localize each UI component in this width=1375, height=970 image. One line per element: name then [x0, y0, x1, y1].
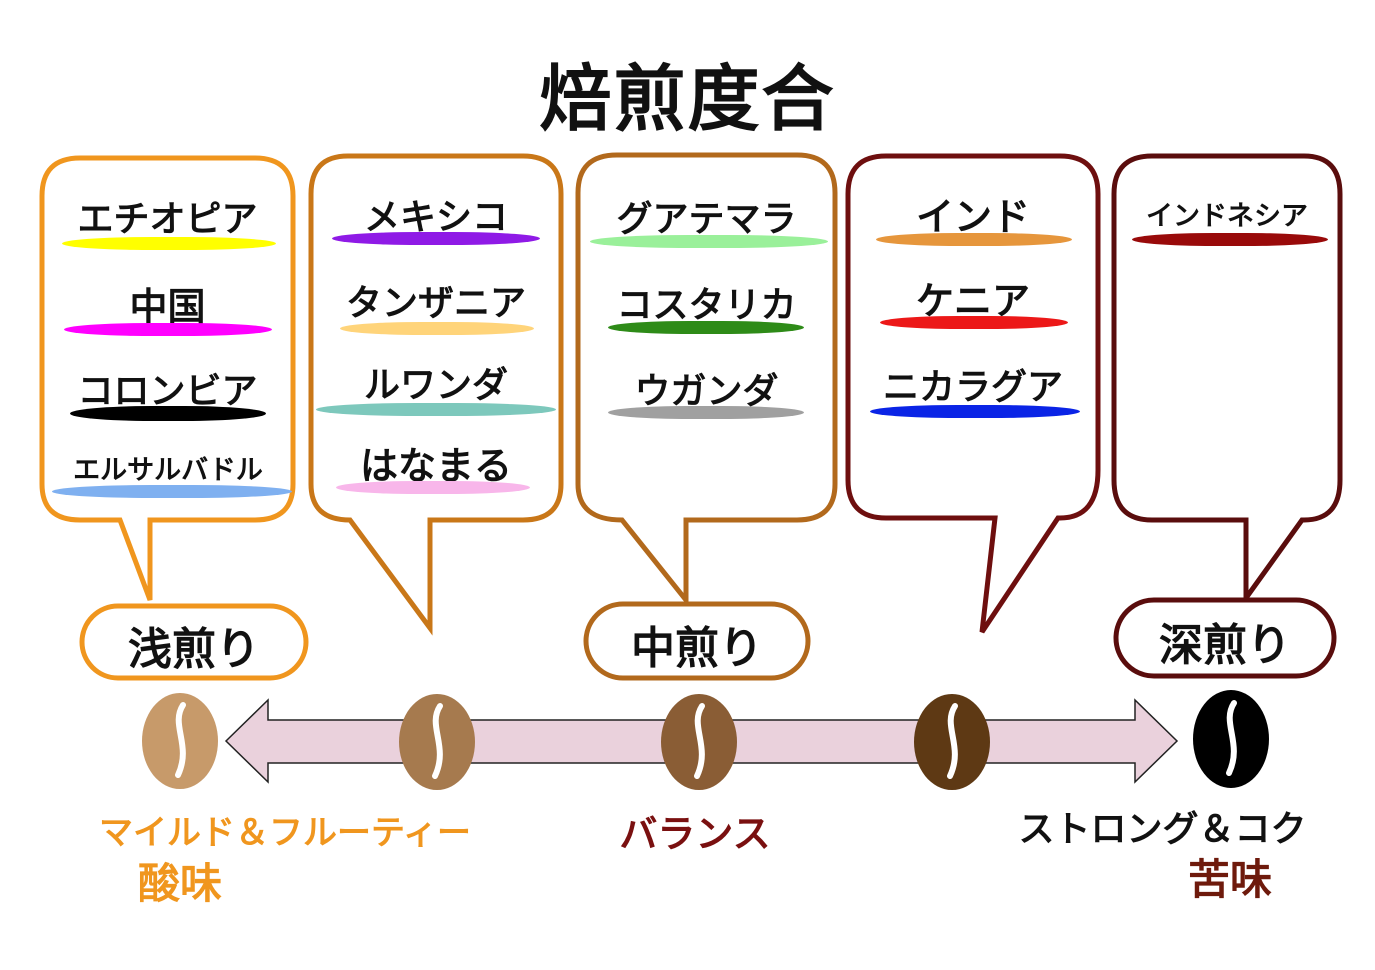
origin-color-stroke	[316, 403, 556, 416]
origin-ethiopia: エチオピア	[77, 199, 258, 240]
coffee-bean-icon	[399, 694, 475, 790]
origin-color-stroke	[64, 323, 272, 336]
flavor-caption-bitter: 苦味	[1187, 855, 1272, 904]
origin-color-stroke	[880, 316, 1068, 329]
origin-color-stroke	[336, 481, 530, 494]
origin-uganda: ウガンダ	[634, 371, 779, 412]
origin-kenya: ケニア	[915, 279, 1030, 323]
speech-bubble-dark	[1111, 153, 1343, 606]
coffee-bean-icon	[1193, 690, 1269, 788]
origin-color-stroke	[590, 235, 828, 248]
origin-color-stroke	[52, 485, 292, 498]
origin-color-stroke	[332, 232, 540, 245]
origin-china: 中国	[129, 285, 206, 329]
origin-indonesia: インドネシア	[1146, 201, 1308, 232]
origin-mexico: メキシコ	[363, 197, 508, 238]
origin-color-stroke	[62, 237, 276, 250]
origin-india: インド	[915, 195, 1030, 239]
origin-colombia: コロンビア	[77, 371, 258, 412]
speech-bubble-light-medium	[308, 153, 564, 636]
speech-bubble-medium-dark	[845, 153, 1101, 634]
roast-label-light: 浅煎り	[128, 624, 260, 675]
roast-pill-light	[79, 603, 309, 681]
origin-color-stroke	[608, 406, 804, 419]
coffee-bean-icon	[661, 694, 737, 790]
origin-color-stroke	[876, 233, 1072, 246]
coffee-bean-icon	[142, 693, 218, 789]
page-title: 焙煎度合	[539, 57, 836, 141]
origin-hanamaru: はなまる	[359, 444, 512, 488]
origin-color-stroke	[340, 322, 534, 335]
origin-color-stroke	[70, 406, 266, 421]
origin-rwanda: ルワンダ	[363, 365, 508, 406]
taste-caption-light: マイルド＆フルーティー	[99, 813, 471, 853]
taste-caption-balance: バランス	[619, 812, 771, 856]
origin-color-stroke	[1132, 233, 1328, 246]
flavor-caption-sour: 酸味	[137, 859, 222, 908]
origin-color-stroke	[608, 321, 804, 334]
roast-label-medium: 中煎り	[631, 623, 763, 674]
roast-label-dark: 深煎り	[1159, 620, 1291, 671]
origin-nicaragua: ニカラグア	[882, 367, 1063, 408]
speech-bubble-medium	[575, 152, 838, 608]
origin-color-stroke	[870, 405, 1080, 418]
coffee-bean-icon	[914, 694, 990, 790]
taste-caption-strong: ストロング＆コク	[1018, 809, 1307, 850]
roast-pill-medium	[583, 601, 811, 681]
roast-pill-dark	[1113, 597, 1337, 679]
origin-el-salvador: エルサルバドル	[73, 455, 263, 486]
origin-tanzania: タンザニア	[345, 283, 526, 324]
origin-costa-rica: コスタリカ	[616, 285, 797, 326]
origin-guatemala: グアテマラ	[616, 199, 797, 240]
